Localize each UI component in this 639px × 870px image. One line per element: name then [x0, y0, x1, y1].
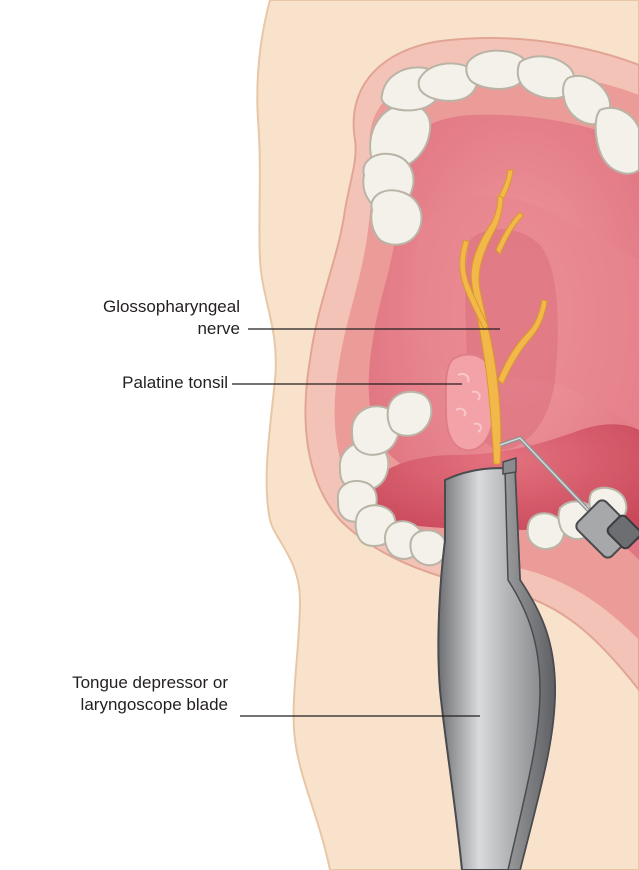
- label-tongue-depressor-line1: Tongue depressor or: [72, 672, 228, 694]
- label-glossopharyngeal-nerve-line2: nerve: [197, 318, 240, 340]
- label-palatine-tonsil: Palatine tonsil: [122, 372, 228, 394]
- label-tongue-depressor-line2: laryngoscope blade: [81, 694, 228, 716]
- label-glossopharyngeal-nerve-line1: Glossopharyngeal: [103, 296, 240, 318]
